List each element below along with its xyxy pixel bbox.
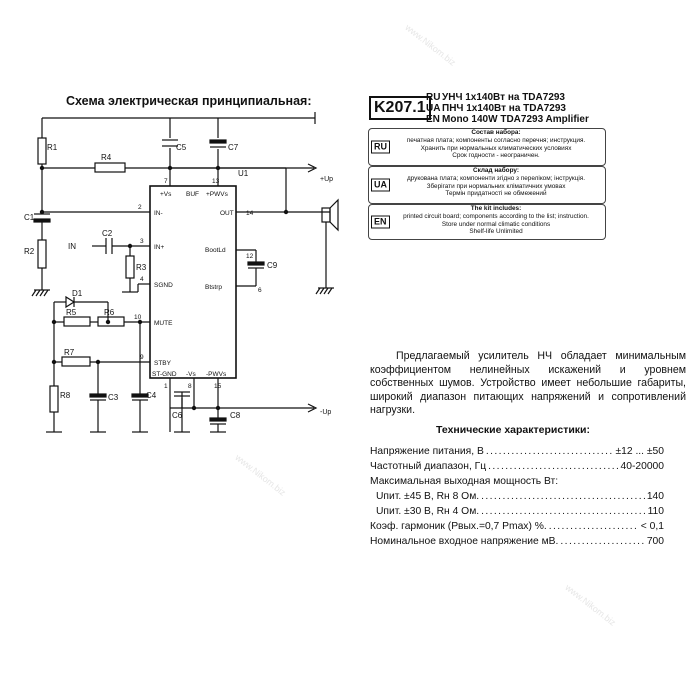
pin-st-gnd: ST-GND [152, 371, 177, 378]
kit-box-en: EN The kit includes: printed circuit boa… [368, 204, 606, 240]
pin-mute: MUTE [154, 320, 173, 327]
watermark: www.Nikom.biz [233, 452, 288, 498]
label-c4: C4 [146, 391, 157, 400]
pin-btstrp: Btstrp [205, 284, 222, 291]
watermark: www.Nikom.biz [403, 22, 458, 68]
pin-bootld: BootLd [205, 247, 226, 254]
label-c3: C3 [108, 393, 119, 402]
pin-in-minus: IN- [154, 210, 163, 217]
kit-box-ru: RU Состав набора: печатная плата; компон… [368, 128, 606, 166]
pin-out: OUT [220, 210, 234, 217]
lang-badge-en: EN [371, 215, 390, 229]
spec-row-thd: Коэф. гармоник (Рвых.=0,7 Рmax) %.< 0,1 [370, 521, 664, 533]
pin-num-8: 8 [188, 383, 192, 390]
lang-badge-ua: UA [371, 178, 390, 192]
label-r7: R7 [64, 348, 75, 357]
label-r8: R8 [60, 391, 71, 400]
kit-code: K207.1 [369, 96, 431, 120]
pin-sgnd: SGND [154, 282, 173, 289]
kit-title: The kit includes: [470, 205, 522, 212]
label-u1: U1 [238, 169, 249, 178]
label-plus-up: +Up [320, 176, 333, 183]
label-r4: R4 [101, 153, 112, 162]
pin-num-12: 12 [246, 253, 254, 260]
circuit-schematic: R1 R4 C5 C7 U1 +Up C1 R2 C2 IN R3 C9 D1 … [24, 112, 339, 433]
pin-num-3: 3 [140, 238, 144, 245]
label-r2: R2 [24, 247, 35, 256]
pin-minus-vs: -Vs [186, 371, 197, 378]
label-r1: R1 [47, 143, 58, 152]
pin-pwvs: +PWVs [206, 191, 229, 198]
kit-title: Склад набору: [472, 167, 520, 174]
label-c6: C6 [172, 411, 183, 420]
label-c9: C9 [267, 261, 278, 270]
spec-row-power-8ohm: Uпит. ±45 В, Rн 8 Ом.140 [370, 491, 664, 503]
label-in: IN [68, 242, 76, 251]
label-c1: C1 [24, 213, 35, 222]
kit-title: Состав набора: [471, 129, 521, 136]
label-minus-up: -Up [320, 409, 331, 416]
spec-row-freq: Частотный диапазон, Гц40-20000 [370, 461, 664, 473]
pin-num-10: 10 [134, 314, 142, 321]
pin-num-4: 4 [140, 276, 144, 283]
pin-num-14: 14 [246, 210, 254, 217]
pin-minus-pwvs: -PWVs [206, 371, 227, 378]
pin-num-15: 15 [214, 383, 222, 390]
spec-power-title: Максимальная выходная мощность Вт: [370, 476, 559, 487]
pin-num-9: 9 [140, 354, 144, 361]
spec-row-input: Номинальное входное напряжение мВ.700 [370, 536, 664, 548]
label-r6: R6 [104, 308, 115, 317]
pin-num-7: 7 [164, 178, 168, 185]
pin-num-6: 6 [258, 287, 262, 294]
pin-num-13: 13 [212, 178, 220, 185]
label-d1: D1 [72, 289, 83, 298]
label-c8: C8 [230, 411, 241, 420]
kit-box-ua: UA Склад набору: друкована плата; компон… [368, 166, 606, 204]
spec-row-power-4ohm: Uпит. ±30 В, Rн 4 Ом.110 [370, 506, 664, 518]
label-r5: R5 [66, 308, 77, 317]
pin-buf: BUF [186, 191, 199, 198]
watermark: www.Nikom.biz [563, 582, 618, 628]
pin-in-plus: IN+ [154, 244, 165, 251]
spec-row-supply: Напряжение питания, В±12 ... ±50 [370, 446, 664, 458]
label-c2: C2 [102, 229, 113, 238]
pin-vs: +Vs [160, 191, 172, 198]
description: Предлагаемый усилитель НЧ обладает миним… [370, 350, 686, 417]
schematic-title: Схема электрическая принципиальная: [66, 94, 312, 108]
specs-title: Технические характеристики: [436, 424, 591, 436]
lang-badge-ru: RU [371, 140, 390, 154]
pin-stby: STBY [154, 360, 172, 367]
label-r3: R3 [136, 263, 147, 272]
pin-num-2: 2 [138, 204, 142, 211]
label-c7: C7 [228, 143, 239, 152]
pin-num-1: 1 [164, 383, 168, 390]
label-c5: C5 [176, 143, 187, 152]
